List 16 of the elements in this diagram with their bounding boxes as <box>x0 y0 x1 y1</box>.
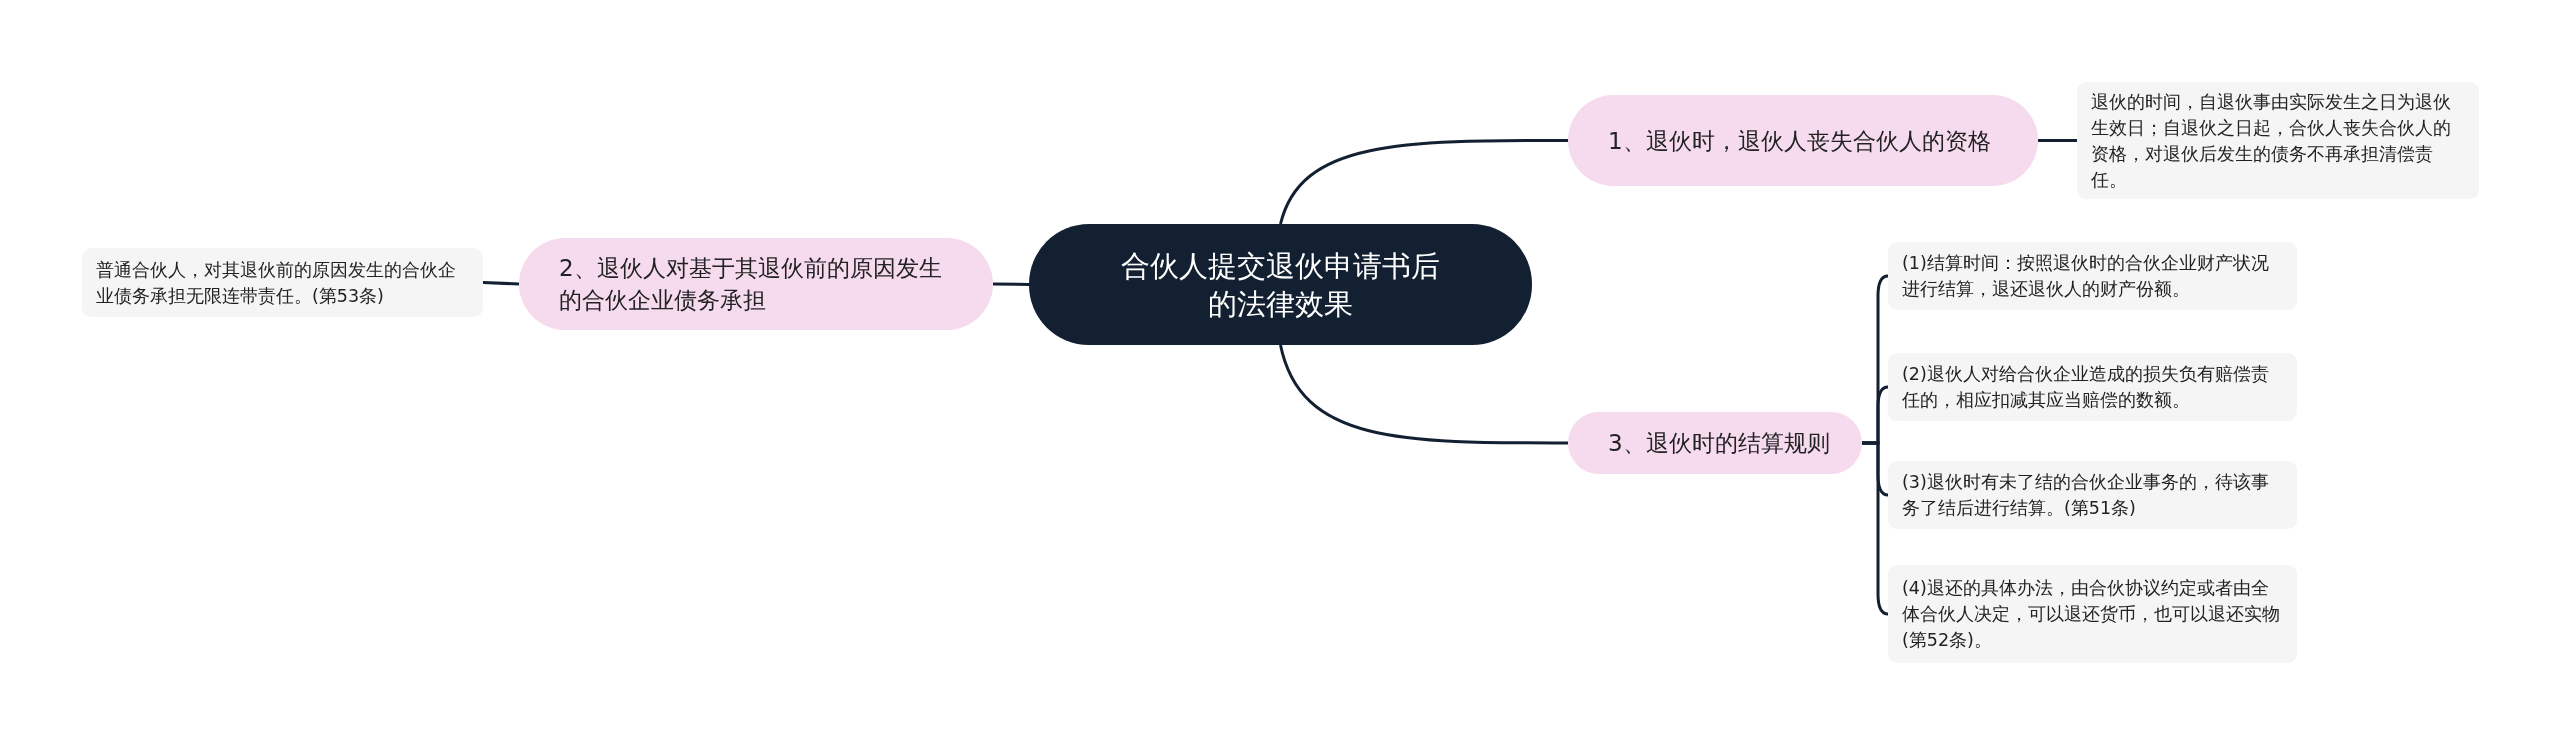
connector-line <box>992 282 1030 286</box>
root-node: 合伙人提交退伙申请书后的法律效果 <box>1029 224 1532 345</box>
note-box: (2)退伙人对给合伙企业造成的损失负有赔偿责任的，相应扣减其应当赔偿的数额。 <box>1888 353 2297 421</box>
connector-line <box>1279 344 1568 445</box>
connector-line <box>1279 139 1568 225</box>
note-box: (3)退伙时有未了结的合伙企业事务的，待该事务了结后进行结算。(第51条) <box>1888 461 2297 529</box>
connector-line <box>1862 441 1889 616</box>
connector-line <box>2038 139 2077 142</box>
note-box: 退伙的时间，自退伙事由实际发生之日为退伙生效日；自退伙之日起，合伙人丧失合伙人的资格，对退伙后发生的债务不再承担清偿责任。 <box>2077 82 2479 199</box>
note-box: (1)结算时间：按照退伙时的合伙企业财产状况进行结算，退还退伙人的财产份额。 <box>1888 242 2297 310</box>
connector-line <box>482 281 520 286</box>
topic-box: 3、退伙时的结算规则 <box>1568 412 1862 474</box>
topic-box: 1、退伙时，退伙人丧失合伙人的资格 <box>1568 95 2038 186</box>
note-box: 普通合伙人，对其退伙前的原因发生的合伙企业债务承担无限连带责任。(第53条) <box>82 248 483 317</box>
topic-box: 2、退伙人对基于其退伙前的原因发生的合伙企业债务承担 <box>519 238 993 330</box>
note-box: (4)退还的具体办法，由合伙协议约定或者由全体合伙人决定，可以退还货币，也可以退还实物(第52条)。 <box>1888 565 2297 663</box>
